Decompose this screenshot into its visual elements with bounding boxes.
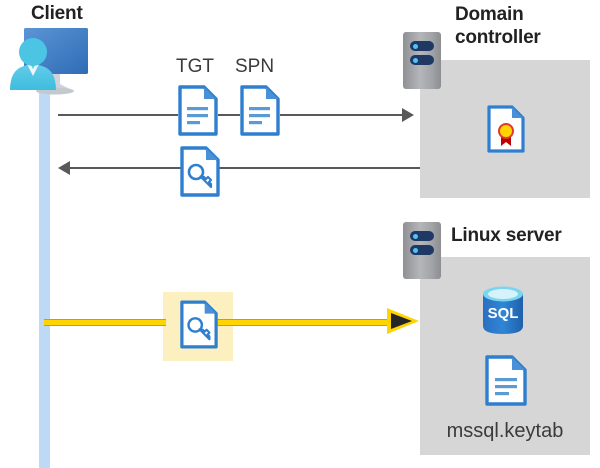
spn-label: SPN bbox=[235, 56, 275, 77]
sql-database-icon: SQL bbox=[481, 285, 525, 340]
request-arrow-line-right bbox=[280, 114, 402, 116]
response-arrow-head bbox=[58, 161, 70, 175]
tgt-document-icon bbox=[178, 85, 218, 136]
client-icon bbox=[6, 26, 94, 101]
tgt-label: TGT bbox=[176, 56, 214, 77]
request-arrow-line-mid bbox=[218, 114, 240, 116]
ticket-key-document-icon bbox=[180, 146, 220, 197]
linux-server-rack-icon bbox=[403, 222, 441, 279]
response-arrow-line-right bbox=[218, 167, 420, 169]
request-arrow-line-left bbox=[58, 114, 178, 116]
request-arrow-head bbox=[402, 108, 414, 122]
certificate-document-icon bbox=[487, 105, 525, 153]
page-title-domain-controller: Domain controller bbox=[455, 4, 541, 48]
page-title-linux-server: Linux server bbox=[451, 225, 562, 246]
service-ticket-arrow-line-left bbox=[44, 319, 166, 326]
keytab-document-icon bbox=[485, 355, 527, 406]
keytab-filename-label: mssql.keytab bbox=[446, 420, 564, 442]
spn-document-icon bbox=[240, 85, 280, 136]
service-ticket-arrow-head bbox=[386, 305, 422, 342]
service-ticket-key-document-icon bbox=[180, 300, 218, 349]
service-ticket-arrow-line-right bbox=[216, 319, 392, 326]
client-lifeline bbox=[39, 92, 50, 468]
page-title-client: Client bbox=[31, 3, 83, 24]
domain-controller-server-rack-icon bbox=[403, 32, 441, 89]
sql-label: SQL bbox=[488, 305, 519, 322]
response-arrow-line-left bbox=[70, 167, 181, 169]
